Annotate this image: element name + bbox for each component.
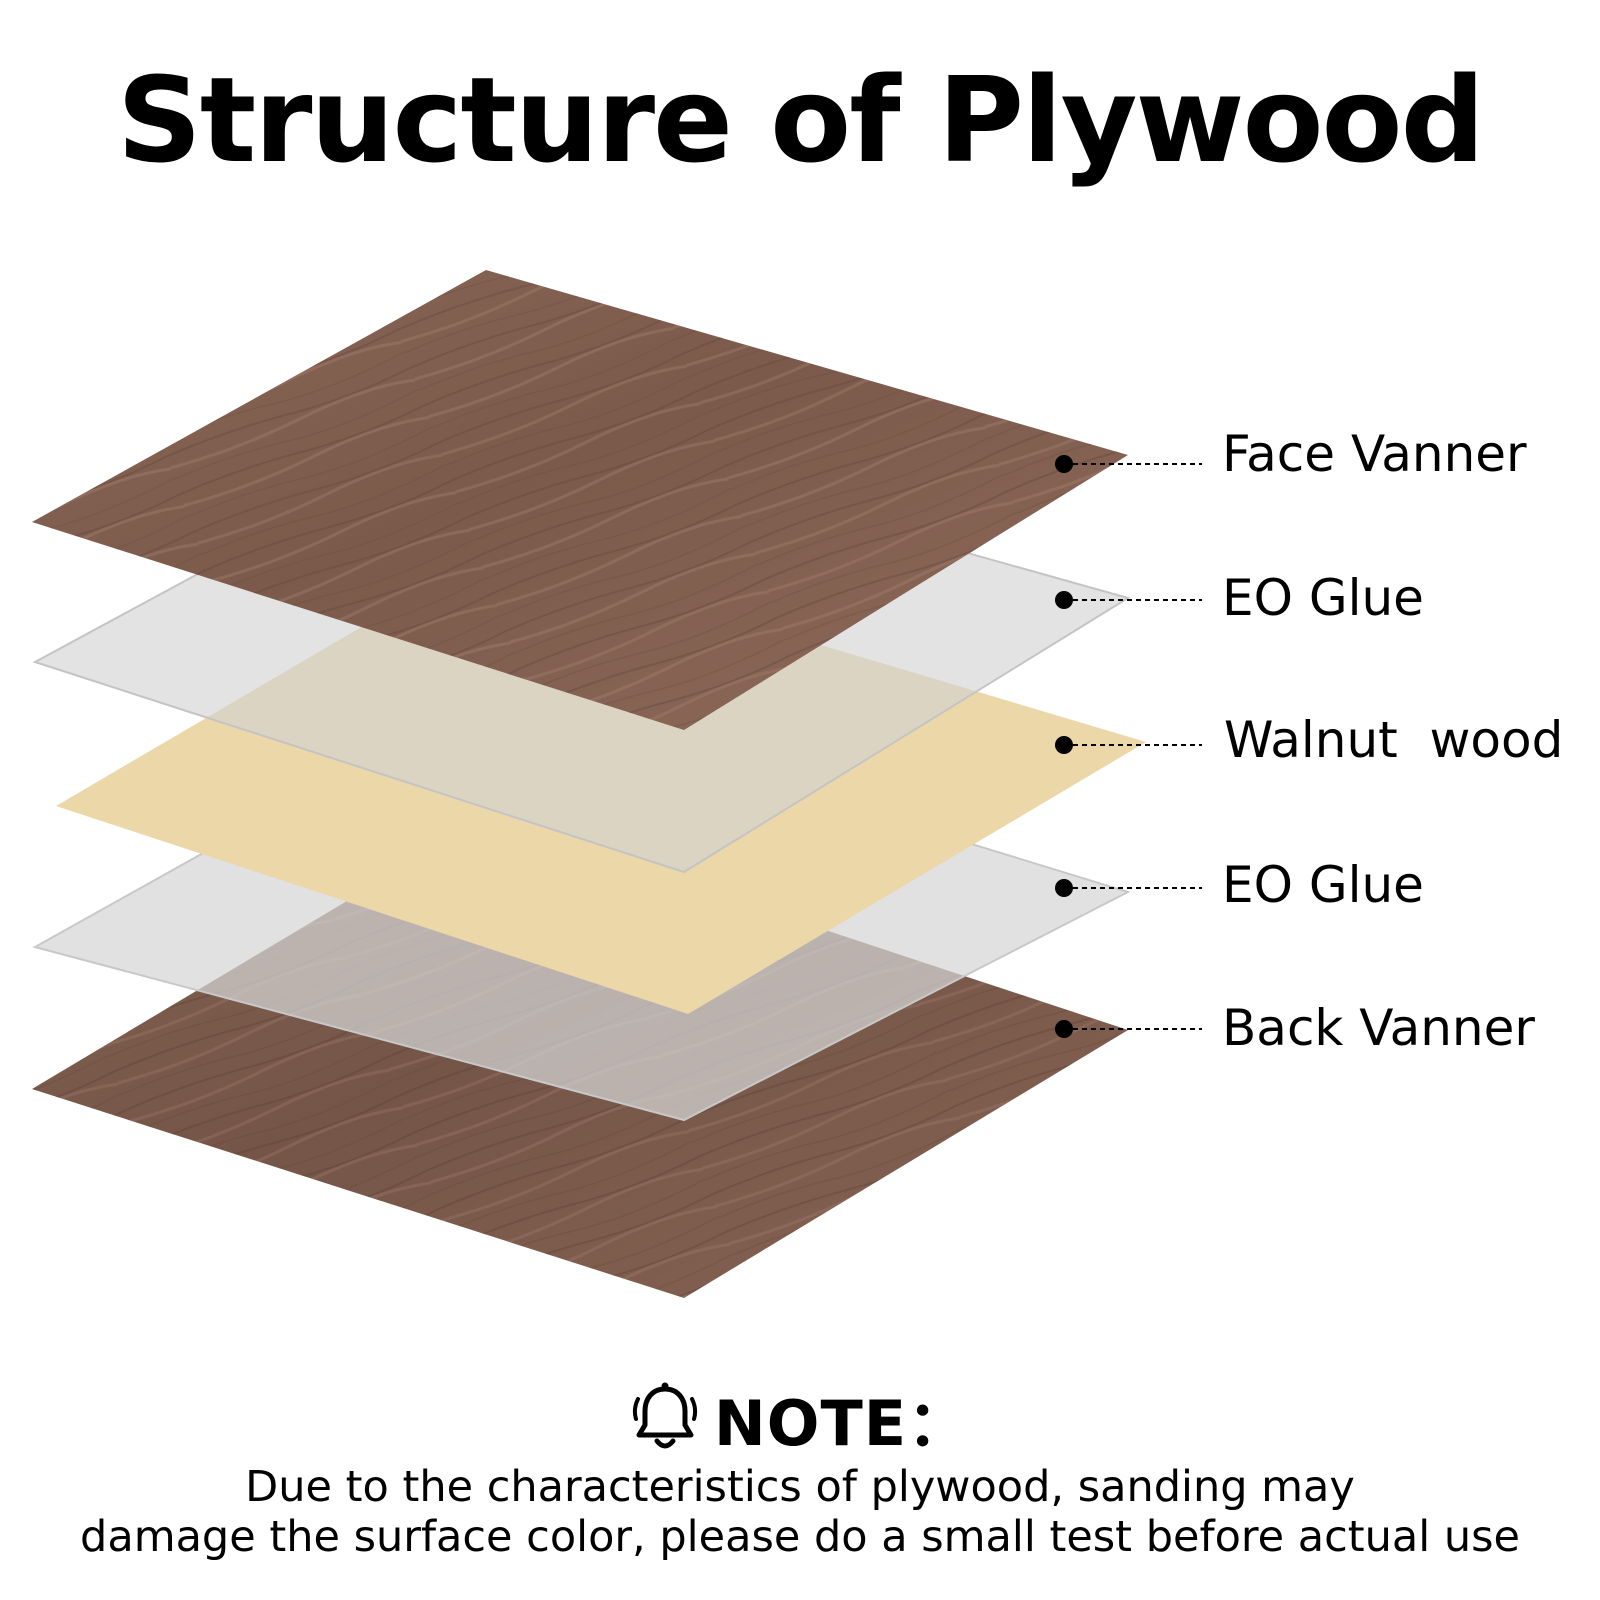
layer-label-upper-glue: EO Glue: [1222, 569, 1424, 627]
leader-walnut-core: [1055, 736, 1202, 754]
note-text: Due to the characteristics of plywood, s…: [80, 1462, 1520, 1562]
page-title: Structure of Plywood: [116, 51, 1485, 189]
face-veneer-sheet: [32, 270, 1128, 730]
leader-face-veneer: [1055, 455, 1202, 473]
layer-label-back-veneer: Back Vanner: [1222, 999, 1535, 1057]
layer-label-lower-glue: EO Glue: [1222, 856, 1424, 914]
leader-upper-glue: [1055, 591, 1202, 609]
layer-label-walnut-core: Walnut wood: [1224, 711, 1564, 769]
bell-icon: [632, 1382, 697, 1449]
note-label: NOTE：: [713, 1387, 971, 1460]
leader-back-veneer: [1055, 1020, 1202, 1038]
note-heading: NOTE：: [0, 1378, 1600, 1460]
leader-lower-glue: [1055, 879, 1202, 897]
layer-label-face-veneer: Face Vanner: [1222, 425, 1527, 483]
